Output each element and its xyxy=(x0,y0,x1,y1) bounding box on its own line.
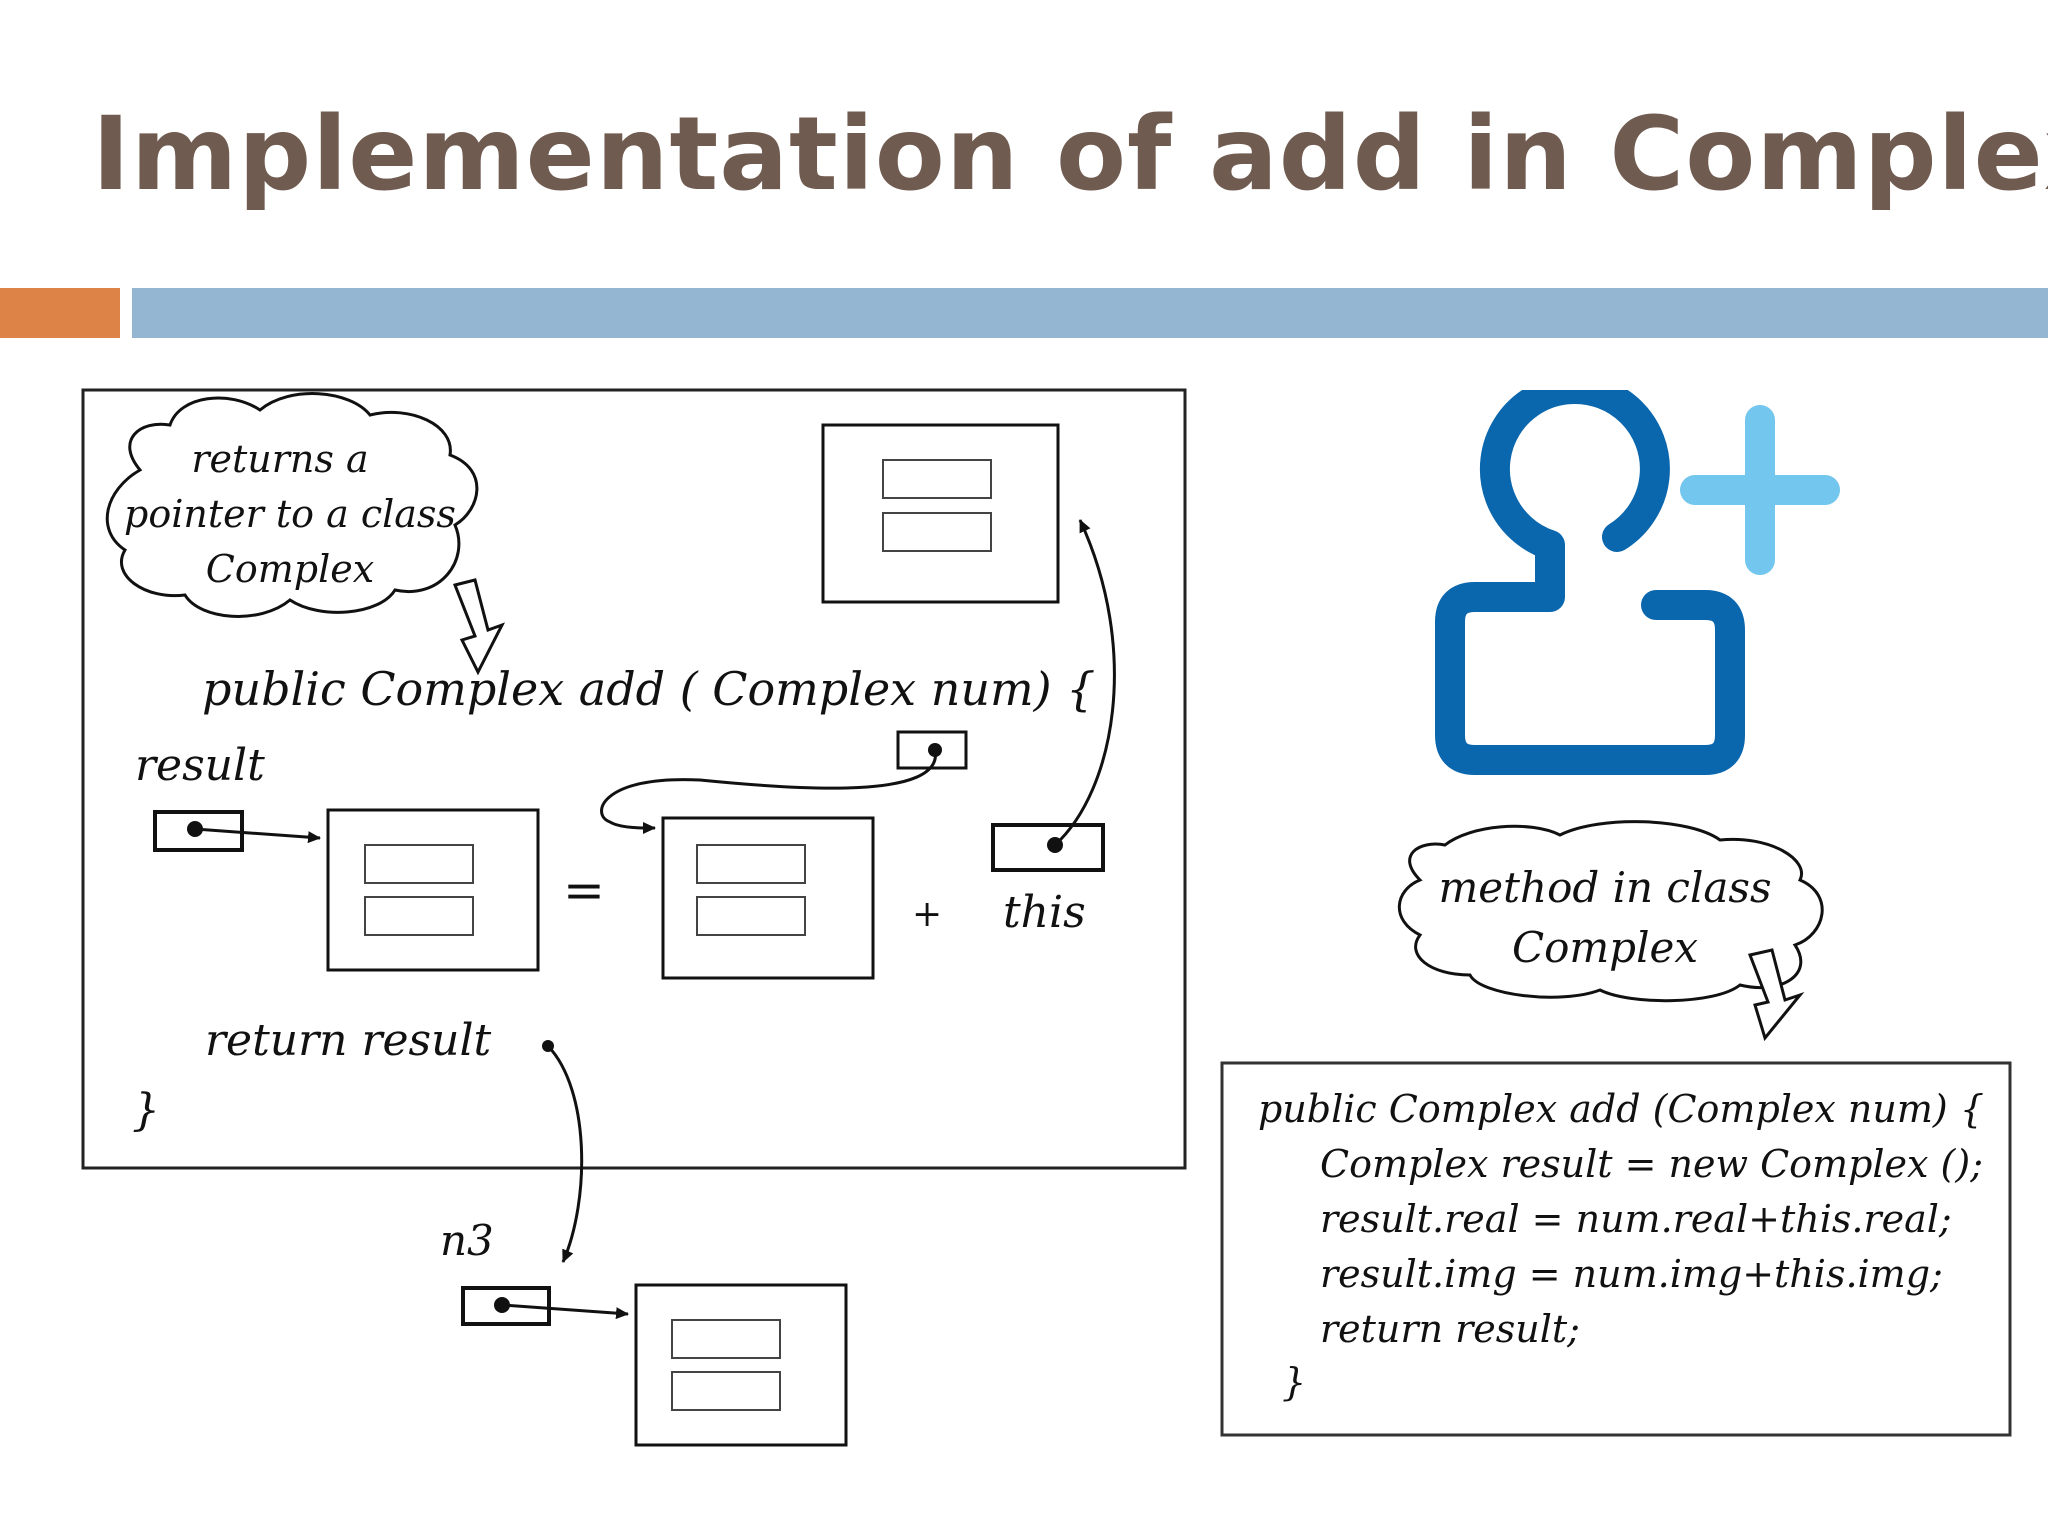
method-cloud-pointer-arrow xyxy=(1747,948,1805,1042)
result-real-field xyxy=(364,844,474,884)
method-cloud-line-2: Complex xyxy=(1512,923,1698,972)
accent-bar-blue xyxy=(132,288,2048,338)
result-img-field xyxy=(364,896,474,936)
this-img-field xyxy=(882,512,992,552)
this-object-box xyxy=(821,423,1060,604)
n3-pointer-arrow xyxy=(501,1303,629,1320)
add-user-icon xyxy=(1435,390,1840,775)
num-real-field xyxy=(696,844,806,884)
code-line-5: return result; xyxy=(1320,1307,1580,1351)
this-real-field xyxy=(882,459,992,499)
method-cloud-line-1: method in class xyxy=(1438,863,1771,912)
slide-title: Implementation of add in Complex xyxy=(92,95,2048,214)
equals-sign: = xyxy=(563,861,605,919)
code-line-4: result.img = num.img+this.img; xyxy=(1320,1252,1943,1296)
code-box xyxy=(1220,1061,2012,1437)
num-object-box xyxy=(661,816,875,980)
n3-object-box xyxy=(634,1283,848,1447)
cloud-pointer-arrow xyxy=(452,578,506,676)
num-pointer-arrow xyxy=(600,749,937,834)
n3-label: n3 xyxy=(440,1216,494,1265)
accent-bar-orange xyxy=(0,288,120,338)
code-line-6: } xyxy=(1282,1360,1306,1404)
plus-sign: + xyxy=(912,894,942,935)
this-label: this xyxy=(1003,887,1086,938)
method-signature: public Complex add ( Complex num) { xyxy=(202,662,1095,716)
code-line-2: Complex result = new Complex (); xyxy=(1320,1142,1983,1186)
returns-cloud-line-2: pointer to a class xyxy=(124,492,456,536)
returns-cloud-line-3: Complex xyxy=(206,547,374,591)
method-cloud xyxy=(1397,820,1824,1003)
n3-img-field xyxy=(671,1371,781,1411)
return-arrow xyxy=(546,1044,584,1263)
this-pointer-arrow xyxy=(1053,519,1116,847)
num-img-field xyxy=(696,896,806,936)
result-pointer-arrow xyxy=(194,827,321,844)
returns-cloud-line-1: returns a xyxy=(191,437,368,481)
code-line-3: result.real = num.real+this.real; xyxy=(1320,1197,1952,1241)
n3-pointer-box xyxy=(461,1286,551,1326)
method-frame xyxy=(81,388,1187,1170)
this-pointer-box xyxy=(991,823,1105,872)
result-label: result xyxy=(135,740,265,791)
result-object-box xyxy=(326,808,540,972)
code-line-1: public Complex add (Complex num) { xyxy=(1258,1087,1984,1131)
returns-cloud xyxy=(105,392,479,618)
n3-real-field xyxy=(671,1319,781,1359)
closing-brace-left: } xyxy=(132,1085,160,1136)
return-statement: return result xyxy=(205,1015,492,1066)
